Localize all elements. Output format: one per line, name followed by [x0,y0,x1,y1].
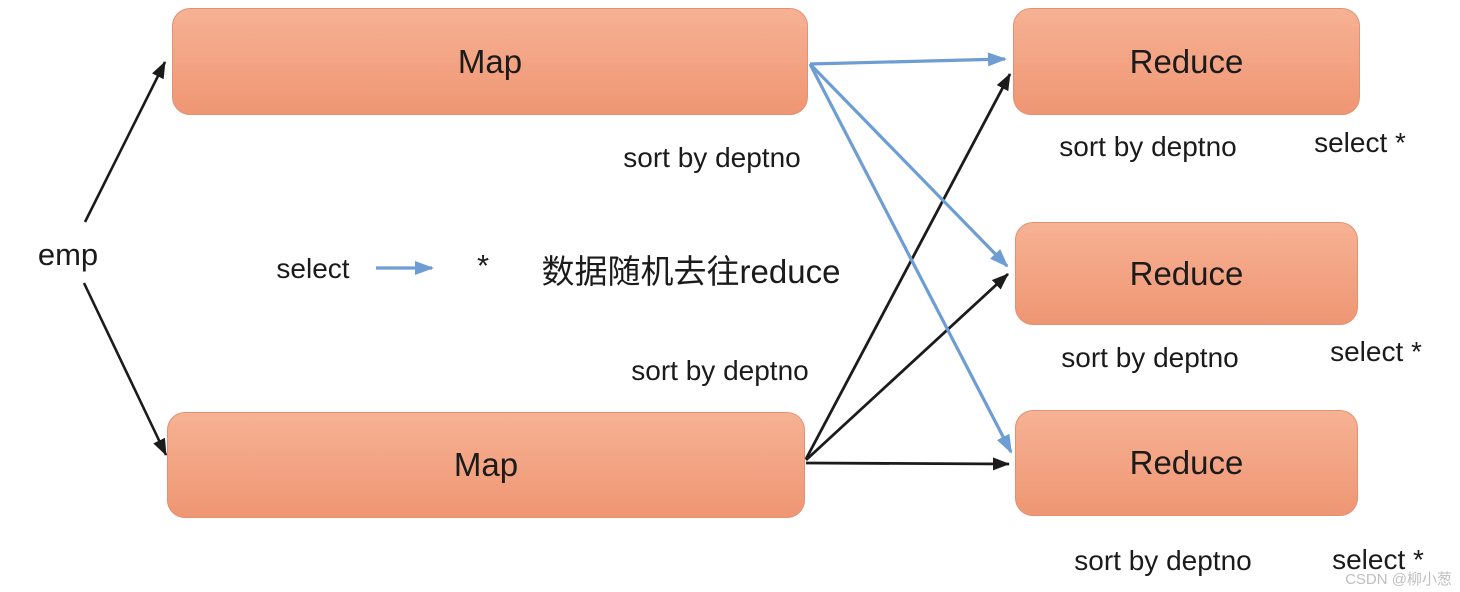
arrow-map-bottom-to-reduce-1 [804,73,1012,460]
reduce-3-sort-label: sort by deptno [1074,545,1252,576]
reduce-node-1: Reduce [1013,8,1360,115]
csdn-watermark: CSDN @柳小葱 [1345,571,1452,588]
arrow-map-bottom-to-reduce-2 [805,272,1009,462]
reduce-2-sort-label: sort by deptno [1061,342,1239,373]
emp-label: emp [37,237,99,272]
reduce-3-select-label: select * [1332,544,1424,575]
reduce-node-3: Reduce [1015,410,1358,516]
arrow-map-top-to-reduce-2 [808,62,1009,268]
map-node-bottom: Map [167,412,805,518]
legend-select-label: select [276,253,350,284]
legend-star-label: * [476,248,490,283]
arrow-map-top-to-reduce-1 [809,52,1007,67]
reduce-1-select-label: select * [1314,127,1406,158]
reduce-node-2: Reduce [1015,222,1358,325]
reduce-node-2-label: Reduce [1129,254,1244,292]
arrow-map-bottom-to-reduce-3 [805,457,1010,471]
reduce-node-3-label: Reduce [1129,444,1244,481]
map-top-sort-label: sort by deptno [623,142,801,173]
reduce-1-sort-label: sort by deptno [1059,131,1237,162]
arrow-map-top-to-reduce-3 [808,63,1013,454]
arrow-emp-to-map-bottom [82,282,168,456]
reduce-2-select-label: select * [1330,336,1422,367]
map-node-top-label: Map [457,42,523,80]
arrow-emp-to-map-top [83,61,167,223]
map-node-top: Map [172,8,808,115]
map-node-bottom-label: Map [453,446,519,483]
reduce-node-1-label: Reduce [1129,42,1244,80]
map-bottom-sort-label: sort by deptno [631,355,809,386]
legend-note-label: 数据随机去往reduce [541,253,841,290]
